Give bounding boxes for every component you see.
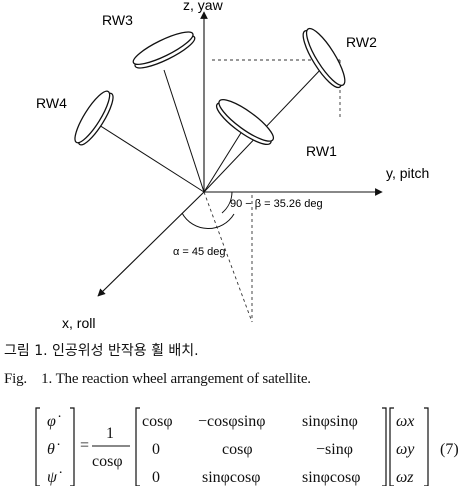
rw1-label: RW1: [306, 143, 337, 159]
alpha-angle-label: α = 45 deg: [173, 246, 226, 258]
matrix-cell-r0c1: −cosφsinφ: [198, 413, 266, 430]
lhs-phi-dot: φ̇: [47, 413, 61, 430]
lhs-theta-dot: θ̇: [47, 441, 60, 458]
equals-sign: =: [80, 437, 89, 454]
kinematics-equation: φ̇ θ̇ ψ̇ = 1 cosφ cosφ −cosφsinφ sinφsin…: [35, 407, 459, 486]
x-axis: [97, 191, 205, 297]
rw4-label: RW4: [36, 95, 67, 111]
wheel-rw1: [215, 99, 275, 145]
matrix-cell-r0c2: sinφsinφ: [302, 413, 358, 430]
figure-caption-english: Fig. 1. The reaction wheel arrangement o…: [4, 371, 311, 388]
wheel-rw2: [302, 27, 346, 89]
rw3-label: RW3: [102, 12, 133, 28]
rhs-omega-y: ωy: [396, 441, 415, 458]
angle-arcs: [181, 191, 235, 230]
beta-arc: [221, 191, 233, 214]
reaction-wheel-diagram: z, yaw y, pitch x, roll RW3 RW2 RW4 RW1 …: [36, 0, 429, 331]
caption-prefix: Fig.: [4, 371, 27, 387]
wheel-rw4: [74, 90, 114, 146]
caption-text: The reaction wheel arrangement of satell…: [55, 371, 311, 387]
rhs-omega-z: ωz: [396, 469, 414, 486]
wheel-spokes: [87, 67, 323, 193]
matrix-cell-r2c2: sinφcosφ: [302, 469, 360, 486]
wheel-rw3: [132, 31, 196, 69]
fraction-numerator: 1: [106, 425, 114, 442]
coordinate-axes: [97, 11, 383, 297]
equation-number: (7): [440, 441, 459, 458]
beta-angle-label: 90 − β = 35.26 deg: [230, 198, 323, 210]
construction-lines: [203, 59, 341, 323]
fraction-denominator: cosφ: [92, 453, 123, 470]
caption-number: 1.: [41, 371, 53, 387]
figure-caption-korean: 그림 1. 인공위성 반작용 휠 배치.: [4, 343, 199, 359]
alpha-arc: [181, 212, 235, 230]
rhs-omega-x: ωx: [396, 413, 414, 430]
z-axis-label: z, yaw: [183, 0, 224, 13]
matrix-cell-r1c1: cosφ: [222, 441, 253, 458]
rw2-label: RW2: [346, 34, 377, 50]
x-axis-label: x, roll: [62, 315, 95, 331]
lhs-psi-dot: ψ̇: [47, 469, 62, 486]
matrix-cell-r2c0: 0: [152, 469, 160, 486]
y-axis-label: y, pitch: [386, 165, 429, 181]
matrix-cell-r2c1: sinφcosφ: [202, 469, 260, 486]
matrix-cell-r0c0: cosφ: [142, 413, 173, 430]
matrix-cell-r1c0: 0: [152, 441, 160, 458]
matrix-cell-r1c2: −sinφ: [316, 441, 353, 458]
